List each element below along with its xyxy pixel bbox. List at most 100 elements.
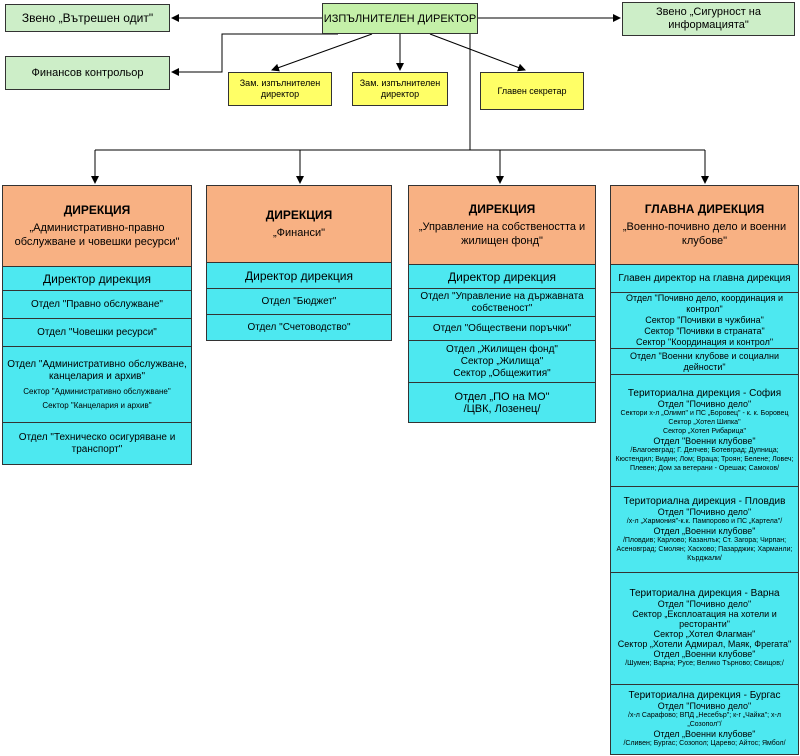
unit-label: Отдел „Военни клубове" xyxy=(653,525,756,536)
directorate-title: ГЛАВНА ДИРЕКЦИЯ xyxy=(644,202,765,216)
info-security-box: Звено „Сигурност на информацията" xyxy=(622,2,795,36)
unit-box: Отдел "Правно обслужване" xyxy=(2,291,192,319)
unit-label: Отдел "Правно обслужване" xyxy=(31,298,163,310)
unit-label: Отдел "Почивно дело" xyxy=(657,701,752,711)
directorate-column-2: ДИРЕКЦИЯ „Финанси" Директор дирекция Отд… xyxy=(206,185,392,341)
director-label: Директор дирекция xyxy=(448,269,556,284)
directorate-header: ДИРЕКЦИЯ „Финанси" xyxy=(206,185,392,263)
sector-label: Сектор „Хотели Адмирал, Маяк, Фрегата" xyxy=(617,639,792,649)
line-to-deputy1 xyxy=(271,33,373,72)
territorial-title: Териториална дирекция - Бургас xyxy=(628,690,781,701)
sector-label: Сектор "Почивки в страната" xyxy=(644,326,765,336)
directorate-column-1: ДИРЕКЦИЯ „Административно-правно обслужв… xyxy=(2,185,192,465)
line-to-secretary xyxy=(429,33,526,72)
deputy-director-1-label: Зам. изпълнителен директор xyxy=(239,78,321,99)
unit-label: Отдел "Военни клубове и социални дейност… xyxy=(629,350,780,372)
territorial-unit-box: Териториална дирекция - Пловдив Отдел "П… xyxy=(610,487,799,573)
director-label: Директор дирекция xyxy=(245,268,353,283)
directorate-title: ДИРЕКЦИЯ xyxy=(265,208,333,222)
sector-label: Сектор „Хотел Шипка" xyxy=(668,418,741,426)
unit-label: Отдел "Военни клубове" xyxy=(653,435,756,446)
directorate-column-4: ГЛАВНА ДИРЕКЦИЯ „Военно-почивно дело и в… xyxy=(610,185,799,755)
unit-label: Отдел "Административно обслужване, канце… xyxy=(7,358,187,382)
unit-box: Отдел "Обществени поръчки" xyxy=(408,317,596,341)
director-label: Директор дирекция xyxy=(43,271,151,286)
unit-box: Отдел „ПО на МО" /ЦВК, Лозенец/ xyxy=(408,383,596,423)
unit-sublabel: /ЦВК, Лозенец/ xyxy=(463,402,541,415)
directorate-name: „Финанси" xyxy=(273,227,325,239)
unit-label: Отдел "Техническо осигуряване и транспор… xyxy=(18,431,176,455)
directorate-name: „Управление на собствеността и жилищен ф… xyxy=(418,221,586,247)
unit-label: Отдел "Почивно дело" xyxy=(657,398,752,409)
unit-label: Отдел "Почивно дело" xyxy=(657,506,752,517)
unit-label: Отдел "Почивно дело, координация и контр… xyxy=(626,293,783,314)
director-label: Главен директор на главна дирекция xyxy=(618,272,791,284)
directorate-name: „Военно-почивно дело и военни клубове" xyxy=(622,221,787,247)
city-list: /Сливен; Бургас; Созопол; Царево; Айтос;… xyxy=(623,740,786,747)
unit-box: Отдел "Техническо осигуряване и транспор… xyxy=(2,423,192,465)
sector-label: Сектор „Общежития" xyxy=(453,367,551,379)
chief-secretary-label: Главен секретар xyxy=(497,85,567,96)
directorate-name: „Административно-правно обслужване и чов… xyxy=(14,222,180,248)
directorate-title: ДИРЕКЦИЯ xyxy=(63,203,131,217)
unit-box: Отдел „Жилищен фонд" Сектор „Жилища" Сек… xyxy=(408,341,596,383)
directorate-header: ДИРЕКЦИЯ „Управление на собствеността и … xyxy=(408,185,596,265)
sector-label: Сектор "Канцелария и архив" xyxy=(42,400,152,410)
director-box: Директор дирекция xyxy=(206,263,392,289)
financial-controller-box: Финансов контрольор xyxy=(5,56,170,90)
city-list: /Пловдив; Карлово; Казанлък; Ст. Загора;… xyxy=(616,536,793,562)
territorial-unit-box: Териториална дирекция - Варна Отдел "Поч… xyxy=(610,573,799,685)
territorial-title: Териториална дирекция - София xyxy=(627,387,782,399)
director-box: Директор дирекция xyxy=(408,265,596,289)
unit-label: Отдел "Счетоводство" xyxy=(247,321,351,333)
unit-label: Отдел „Жилищен фонд" xyxy=(446,343,558,355)
unit-label: Отдел „Военни клубове" xyxy=(653,729,756,739)
unit-label: Отдел „Военни клубове" xyxy=(653,649,756,659)
territorial-unit-box: Териториална дирекция - Бургас Отдел "По… xyxy=(610,685,799,755)
sector-label: Сектор "Координация и контрол" xyxy=(635,337,774,347)
director-box: Директор дирекция xyxy=(2,267,192,291)
territorial-title: Териториална дирекция - Варна xyxy=(629,588,780,599)
executive-director-label: ИЗПЪЛНИТЕЛЕН ДИРЕКТОР xyxy=(323,12,477,25)
sector-label: /х-л „Хармония"-к.к. Пампорово и ПС „Кар… xyxy=(626,517,783,525)
unit-label: Отдел "Управление на държавната собствен… xyxy=(420,290,584,314)
city-list: /Шумен; Варна; Русе; Велико Търново; Сви… xyxy=(625,660,784,667)
sector-label: Сектор "Почивки в чужбина" xyxy=(645,315,764,325)
deputy-director-2-label: Зам. изпълнителен директор xyxy=(359,78,441,99)
territorial-unit-box: Териториална дирекция - София Отдел "Поч… xyxy=(610,375,799,487)
unit-label: Отдел „ПО на МО" xyxy=(454,390,550,403)
chief-secretary-box: Главен секретар xyxy=(480,72,584,110)
unit-box: Отдел "Човешки ресурси" xyxy=(2,319,192,347)
unit-label: Отдел "Бюджет" xyxy=(261,295,337,307)
directorate-header: ДИРЕКЦИЯ „Административно-правно обслужв… xyxy=(2,185,192,267)
executive-director-box: ИЗПЪЛНИТЕЛЕН ДИРЕКТОР xyxy=(322,3,478,34)
internal-audit-label: Звено „Вътрешен одит" xyxy=(21,11,154,25)
unit-label: Отдел "Обществени поръчки" xyxy=(432,322,572,334)
sector-label: Сектор „Жилища" xyxy=(460,355,544,367)
director-box: Главен директор на главна дирекция xyxy=(610,265,799,293)
city-list: /Благоевград; Г. Делчев; Ботевград; Дупн… xyxy=(615,446,794,472)
unit-box: Отдел "Почивно дело, координация и контр… xyxy=(610,293,799,349)
sector-label: Сектор „Хотел Рибарица" xyxy=(663,427,746,435)
directorate-header: ГЛАВНА ДИРЕКЦИЯ „Военно-почивно дело и в… xyxy=(610,185,799,265)
sector-label: Сектори х-л „Олимп" и ПС „Боровец" - к. … xyxy=(620,409,789,417)
deputy-director-2-box: Зам. изпълнителен директор xyxy=(352,72,448,106)
directorate-column-3: ДИРЕКЦИЯ „Управление на собствеността и … xyxy=(408,185,596,423)
unit-box: Отдел "Административно обслужване, канце… xyxy=(2,347,192,423)
sector-label: Сектор „Експлоатация на хотели и рестора… xyxy=(632,609,777,629)
territorial-title: Териториална дирекция - Пловдив xyxy=(623,495,786,507)
directorate-title: ДИРЕКЦИЯ xyxy=(468,202,536,216)
financial-controller-label: Финансов контрольор xyxy=(31,67,144,79)
unit-box: Отдел "Бюджет" xyxy=(206,289,392,315)
sector-label: /х-л Сарафово; ВПД „Несебър"; к-г „Чайка… xyxy=(628,712,781,728)
line-to-fin-ctrl xyxy=(171,33,338,76)
unit-label: Отдел "Почивно дело" xyxy=(657,599,752,609)
deputy-director-1-box: Зам. изпълнителен директор xyxy=(228,72,332,106)
unit-box: Отдел "Военни клубове и социални дейност… xyxy=(610,349,799,375)
unit-box: Отдел "Управление на държавната собствен… xyxy=(408,289,596,317)
unit-box: Отдел "Счетоводство" xyxy=(206,315,392,341)
unit-label: Отдел "Човешки ресурси" xyxy=(37,326,157,338)
info-security-label: Звено „Сигурност на информацията" xyxy=(656,6,761,31)
sector-label: Сектор "Административно обслужване" xyxy=(23,386,171,396)
